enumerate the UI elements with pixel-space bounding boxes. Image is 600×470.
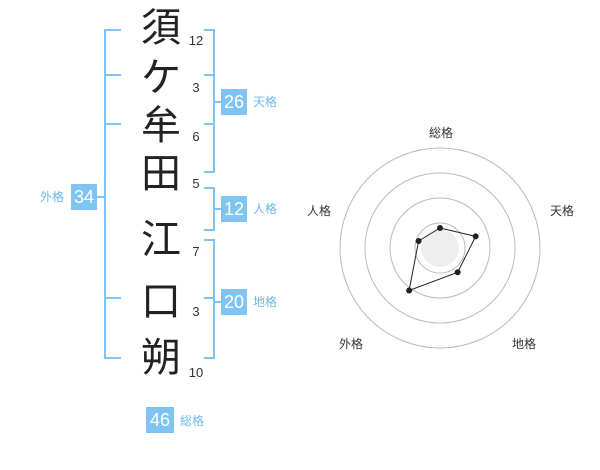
- stroke-count-5: 7: [192, 244, 200, 259]
- name-char-3: 牟: [141, 103, 181, 149]
- radar-axis-label-soukaku: 総格: [428, 126, 453, 140]
- stroke-count-1: 12: [188, 33, 204, 48]
- soukaku-label: 総格: [180, 414, 205, 428]
- stroke-count-6: 3: [192, 304, 200, 319]
- name-char-5: 江: [141, 217, 181, 263]
- tenkaku-value: 26: [221, 89, 247, 115]
- radar-ring-2: [389, 197, 491, 299]
- name-char-2: ケ: [141, 55, 181, 101]
- tenkaku-label: 天格: [253, 95, 278, 109]
- radar-axis-label-chikaku: 地格: [511, 337, 536, 351]
- radar-center: [421, 229, 459, 267]
- jinkaku-value: 12: [221, 196, 247, 222]
- radar-axis-label-gaikaku: 外格: [338, 337, 363, 351]
- radar-polygon: [408, 227, 477, 292]
- name-char-4: 田: [141, 151, 181, 197]
- radar-ring-4: [339, 147, 541, 349]
- gaikaku-label: 外格: [40, 190, 65, 204]
- soukaku-value: 46: [146, 407, 174, 433]
- radar-axis-label-tenkaku: 天格: [549, 204, 574, 218]
- radar-point-4: [406, 287, 413, 294]
- stroke-count-2: 3: [192, 80, 200, 95]
- name-char-1: 須: [141, 5, 181, 51]
- stroke-count-3: 6: [192, 129, 200, 144]
- gaikaku-bracket: [104, 29, 121, 359]
- chikaku-value: 20: [221, 289, 247, 315]
- stroke-count-4: 5: [192, 176, 200, 191]
- radar-ring-1: [414, 222, 466, 274]
- name-char-7: 朔: [141, 335, 181, 381]
- radar-ring-3: [364, 172, 516, 324]
- radar-point-3: [454, 269, 461, 276]
- stroke-count-7: 10: [188, 365, 204, 380]
- radar-point-2: [472, 233, 479, 240]
- radar-point-5: [415, 238, 422, 245]
- radar-point-1: [437, 225, 443, 231]
- chikaku-label: 地格: [253, 295, 278, 309]
- name-char-6: 口: [141, 279, 181, 325]
- gaikaku-value: 34: [71, 184, 97, 210]
- radar-axis-label-jinkaku: 人格: [306, 204, 331, 218]
- jinkaku-label: 人格: [253, 202, 278, 216]
